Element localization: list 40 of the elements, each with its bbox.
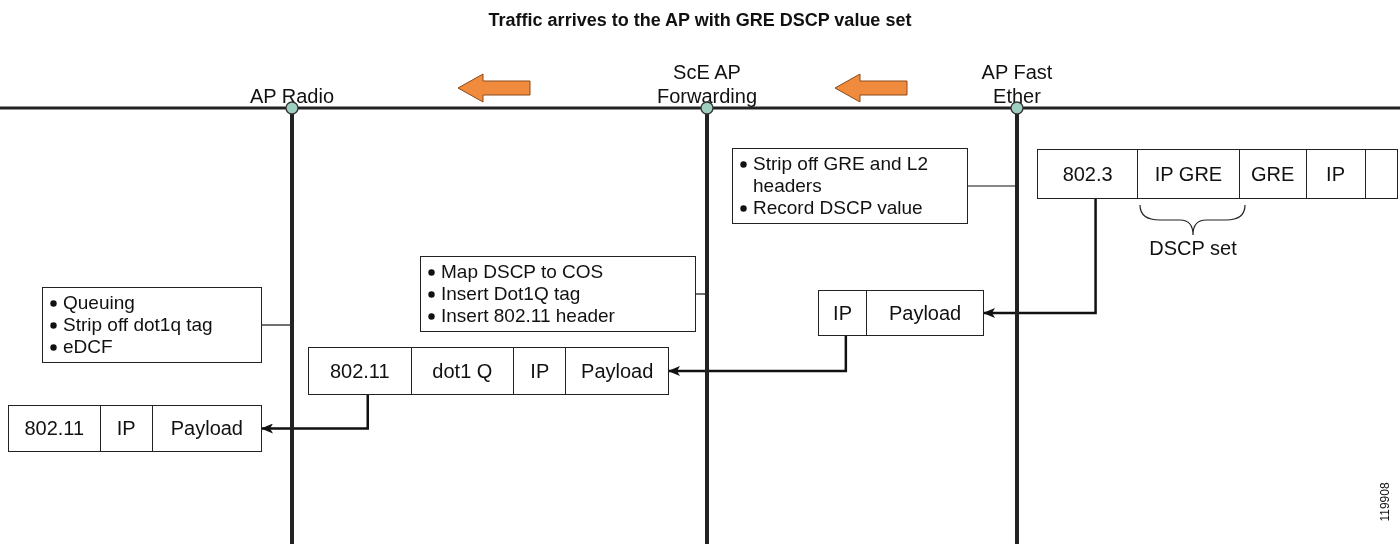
diagram-title: Traffic arrives to the AP with GRE DSCP value set (487, 9, 913, 32)
leader-line (695, 293, 706, 295)
figure-number: 119908 (1377, 481, 1393, 524)
leader-line (261, 324, 291, 326)
bullet-item: Strip off dot1q tag (63, 314, 213, 335)
header-field: IP (819, 291, 867, 335)
bullet-item: Queuing (63, 292, 135, 313)
header-field: Payload (866, 291, 983, 335)
bullet-item: Insert Dot1Q tag (441, 283, 581, 304)
header-field: 802.11 (309, 348, 411, 394)
bullet-item: Insert 802.11 header (441, 305, 615, 326)
header-field: GRE (1238, 150, 1306, 198)
bracket-label: DSCP set (1148, 236, 1238, 260)
header-field: IP GRE (1137, 150, 1239, 198)
packet-frame (8, 405, 262, 452)
note-box (732, 148, 968, 224)
bullet-item: eDCF (63, 336, 113, 357)
header-field: IP (1305, 150, 1365, 198)
lane-label: AP Fast Ether (980, 60, 1054, 108)
leader-line (967, 185, 1016, 187)
header-field: Payload (565, 348, 668, 394)
packet-frame (1037, 149, 1398, 199)
arrow (261, 395, 369, 434)
bullet-item: Record DSCP value (753, 197, 923, 218)
header-field: IP (99, 406, 152, 451)
packet-frame (818, 290, 984, 336)
header-field: 802.11 (9, 406, 100, 451)
arrow (983, 199, 1097, 318)
lane-label: ScE AP Forwarding (655, 60, 758, 108)
header-field: 802.3 (1038, 150, 1138, 198)
header-field: IP (513, 348, 566, 394)
note-box (420, 256, 696, 332)
lane-label: AP Radio (248, 84, 336, 108)
header-field: Payload (151, 406, 261, 451)
packet-frame (308, 347, 669, 395)
arrow (668, 336, 848, 376)
bullet-item: Strip off GRE and L2 headers (753, 153, 928, 196)
header-field: dot1 Q (410, 348, 514, 394)
bullet-item: Map DSCP to COS (441, 261, 604, 282)
note-box (42, 287, 262, 363)
